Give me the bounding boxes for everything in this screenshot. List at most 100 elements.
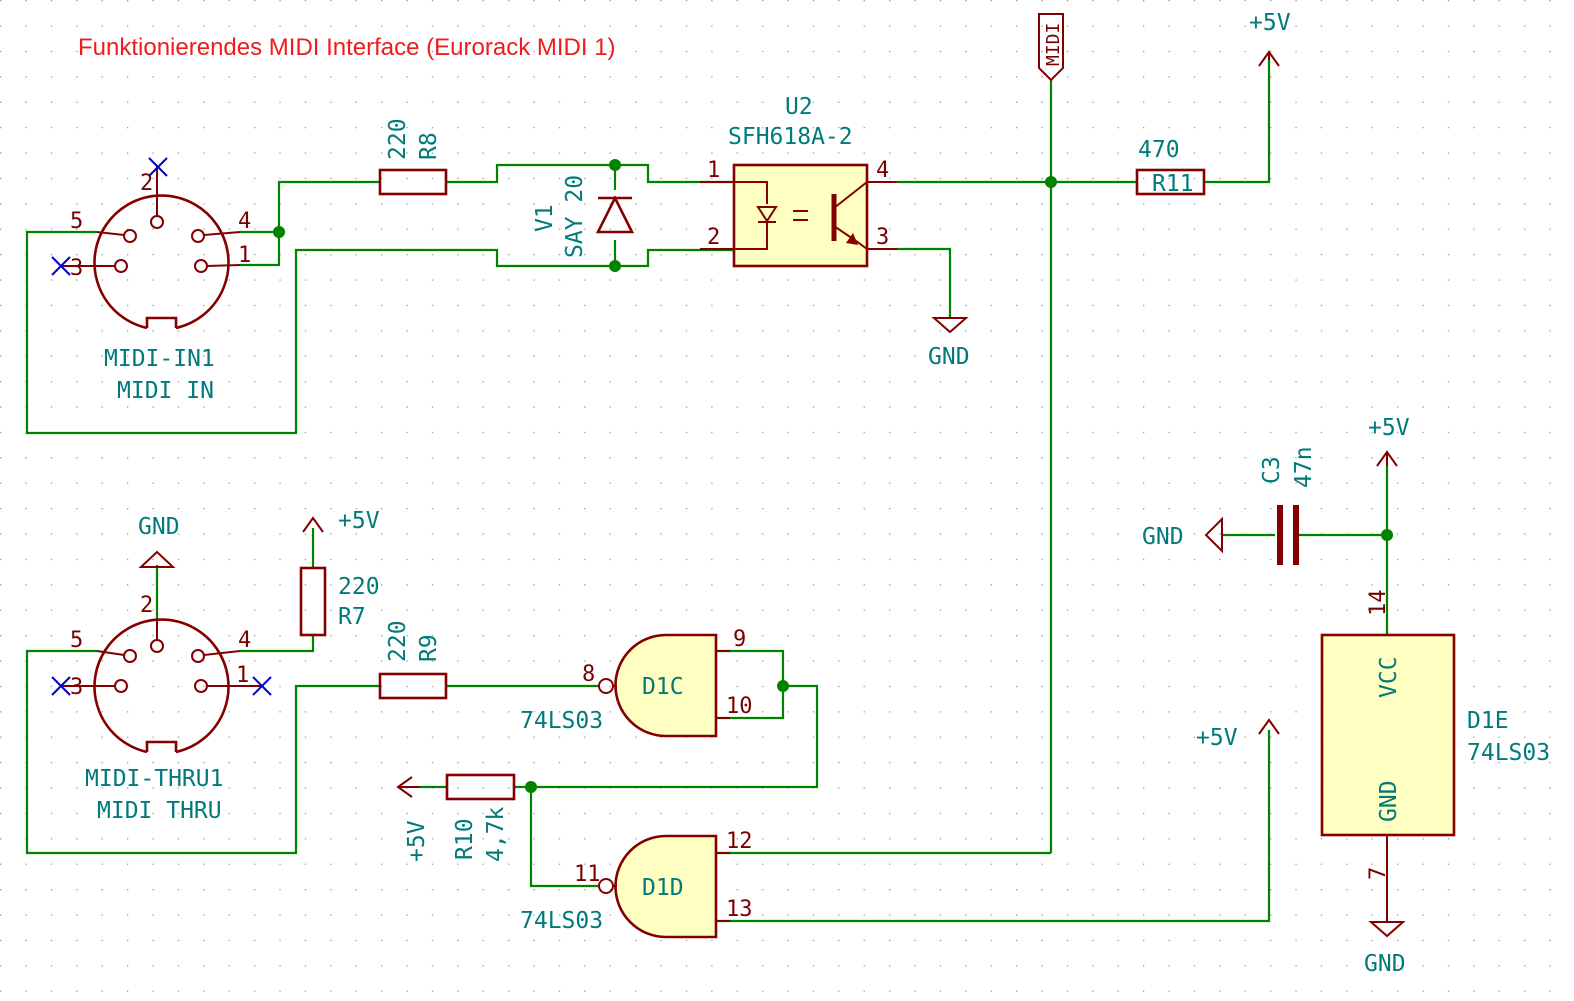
net-label-text: MIDI <box>1043 23 1064 66</box>
wire <box>240 635 315 653</box>
wires <box>25 60 1389 923</box>
resistor-r7: 220 R7 <box>299 566 380 637</box>
pin-name: VCC <box>1376 656 1402 698</box>
no-connect-icon <box>51 256 71 276</box>
junction-dot <box>609 260 621 272</box>
component-ref: R10 <box>452 818 478 860</box>
junctions <box>273 159 1393 793</box>
gnd-label: GND <box>138 514 180 540</box>
component-value: MIDI IN <box>117 378 214 404</box>
midi-net-label: MIDI <box>1038 13 1064 82</box>
pin-number: 7 <box>1366 867 1391 880</box>
nand-gate-d1d: D1D 11 12 13 74LS03 <box>520 829 753 939</box>
junction-dot <box>777 680 789 692</box>
component-ref: MIDI-THRU1 <box>85 766 223 792</box>
component-value: 470 <box>1138 137 1180 163</box>
wire <box>240 180 380 234</box>
component-value: 74LS03 <box>520 708 603 734</box>
component-ref: R11 <box>1152 171 1194 197</box>
junction-dot <box>525 781 537 793</box>
pin-number: 2 <box>140 171 153 196</box>
junction-dot <box>1381 529 1393 541</box>
schematic-title: Funktionierendes MIDI Interface (Eurorac… <box>78 34 616 61</box>
vcc-symbol: +5V <box>1368 415 1410 467</box>
pin-number: 5 <box>70 209 83 234</box>
component-ref: R8 <box>416 132 442 160</box>
pin-number: 9 <box>733 627 746 652</box>
wire <box>25 649 380 855</box>
gate-ref: D1C <box>642 674 684 700</box>
component-ref: V1 <box>532 204 558 232</box>
component-value: 220 <box>385 118 411 160</box>
pin-number: 14 <box>1366 590 1391 617</box>
component-value: 220 <box>385 620 411 662</box>
junction-dot <box>1045 176 1057 188</box>
vcc-symbol: +5V <box>1196 718 1280 751</box>
midi-in-connector: 2 5 4 3 1 MIDI-IN1 MIDI IN <box>51 157 251 404</box>
pin-number: 1 <box>707 158 720 183</box>
component-ref: MIDI-IN1 <box>104 346 215 372</box>
pin-number: 4 <box>238 628 251 653</box>
resistor-r9: 220 R9 <box>378 620 448 700</box>
pin-number: 10 <box>726 694 753 719</box>
pin-number: 4 <box>238 209 251 234</box>
component-value: 47n <box>1291 446 1317 488</box>
gate-ref: D1D <box>642 875 684 901</box>
diode-v1: V1 SAY 20 <box>532 175 635 258</box>
component-ref: R7 <box>338 604 366 630</box>
pin-number: 3 <box>70 256 83 281</box>
component-value: 74LS03 <box>1467 740 1550 766</box>
gnd-symbol: GND <box>1142 516 1223 554</box>
gnd-label: GND <box>1364 951 1406 977</box>
gnd-label: GND <box>928 344 970 370</box>
component-value: SFH618A-2 <box>728 124 853 150</box>
wire <box>446 163 734 184</box>
vcc-symbol: +5V <box>1249 10 1291 67</box>
pin-number: 8 <box>582 662 595 687</box>
component-value: MIDI THRU <box>97 798 222 824</box>
resistor-r10: R10 4,7k <box>445 773 516 862</box>
gnd-label: GND <box>1142 524 1184 550</box>
vcc-symbol: +5V <box>302 508 380 534</box>
gnd-symbol: GND <box>928 317 970 370</box>
pin-number: 2 <box>707 225 720 250</box>
vcc-label: +5V <box>404 820 430 862</box>
junction-dot <box>273 226 285 238</box>
pin-number: 2 <box>140 593 153 618</box>
no-connect-icon <box>148 157 168 177</box>
vcc-label: +5V <box>1249 10 1291 36</box>
wire <box>514 684 819 789</box>
wire <box>897 247 952 318</box>
wire <box>716 730 1271 923</box>
vcc-label: +5V <box>1196 725 1238 751</box>
pin-number: 3 <box>70 675 83 700</box>
pin-name: GND <box>1376 780 1402 822</box>
no-connect-icon <box>252 676 272 696</box>
component-value: 220 <box>338 574 380 600</box>
resistor-r11: 470 R11 <box>1135 137 1206 197</box>
component-value: 4,7k <box>483 806 509 862</box>
pin-number: 12 <box>726 829 753 854</box>
pin-number: 4 <box>876 158 889 183</box>
pin-number: 1 <box>236 663 249 688</box>
component-ref: C3 <box>1259 456 1285 484</box>
wire <box>1204 60 1271 184</box>
wire <box>25 230 734 435</box>
component-ref: R9 <box>416 634 442 662</box>
pin-number: 5 <box>70 628 83 653</box>
gnd-symbol: GND <box>1364 921 1406 977</box>
gnd-symbol: GND <box>138 514 180 568</box>
component-value: 74LS03 <box>520 908 603 934</box>
resistor-r8: 220 R8 <box>378 118 448 196</box>
nand-gate-d1c: D1C 8 9 10 74LS03 <box>520 627 753 738</box>
no-connect-icon <box>51 676 71 696</box>
component-ref: D1E <box>1467 708 1509 734</box>
capacitor-c3: C3 47n <box>1259 446 1317 565</box>
wire <box>529 787 598 888</box>
pin-number: 1 <box>238 243 251 268</box>
optocoupler-u2: 1 2 3 4 U2 SFH618A-2 <box>700 94 897 268</box>
pin-number: 13 <box>726 897 753 922</box>
pin-number: 3 <box>876 225 889 250</box>
